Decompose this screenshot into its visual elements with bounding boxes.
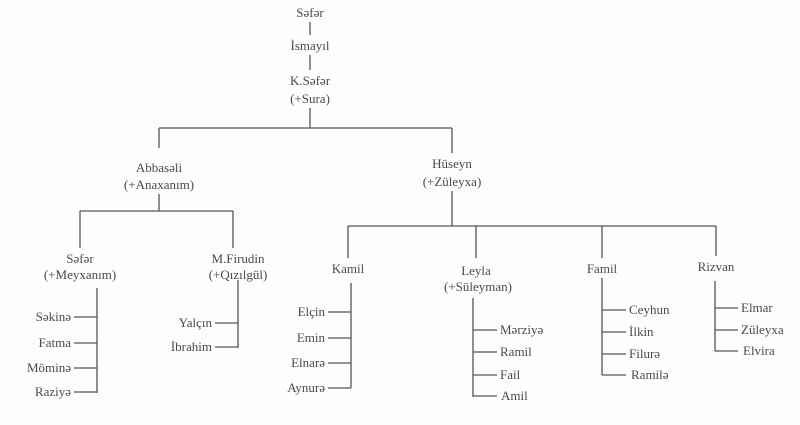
child: Elvira	[743, 343, 775, 358]
person-rizvan: Rizvan	[697, 259, 735, 274]
child: İlkin	[629, 324, 654, 339]
child: Elçin	[297, 304, 325, 319]
person-huseyn: Hüseyn	[432, 156, 472, 171]
person-abbasali: Abbasəli	[135, 160, 183, 175]
person-sefer: Səfər	[66, 251, 94, 266]
child: Ramil	[500, 344, 532, 359]
spouse-sura: (+Sura)	[290, 91, 330, 106]
child: Ceyhun	[629, 302, 670, 317]
child: Amil	[501, 388, 528, 403]
person-leyla: Leyla	[461, 263, 491, 278]
child: Emin	[296, 330, 325, 345]
person-k-sefer: K.Səfər	[289, 73, 331, 88]
spouse-meyxanim: (+Meyxanım)	[43, 267, 117, 282]
child: Mərziyə	[500, 322, 544, 337]
spouse-suleyman: (+Süleyman)	[444, 279, 512, 294]
child: Möminə	[26, 360, 71, 375]
spouse-anaxanim: (+Anaxanım)	[123, 177, 195, 192]
spouse-zuleyxa: (+Züleyxa)	[422, 174, 482, 189]
child: Elmar	[741, 300, 773, 315]
person-firudin: M.Firudin	[211, 251, 265, 266]
person-kamil: Kamil	[331, 261, 365, 276]
child: Yalçın	[178, 315, 212, 330]
child: Ramilə	[631, 367, 669, 382]
spouse-qizilgul: (+Qızılgül)	[208, 267, 268, 282]
child: Elnarə	[291, 355, 325, 370]
child: Züleyxa	[741, 322, 784, 337]
child: Fatma	[38, 335, 72, 350]
child: İbrahim	[170, 339, 212, 354]
person-ismayil: İsmayıl	[290, 38, 330, 53]
child: Filurə	[629, 346, 661, 361]
person-famil: Famil	[586, 261, 618, 276]
child: Raziyə	[34, 384, 71, 399]
child: Aynurə	[287, 380, 325, 395]
person-root: Səfər	[296, 5, 324, 20]
child: Fail	[500, 367, 521, 382]
child: Səkinə	[35, 309, 71, 324]
